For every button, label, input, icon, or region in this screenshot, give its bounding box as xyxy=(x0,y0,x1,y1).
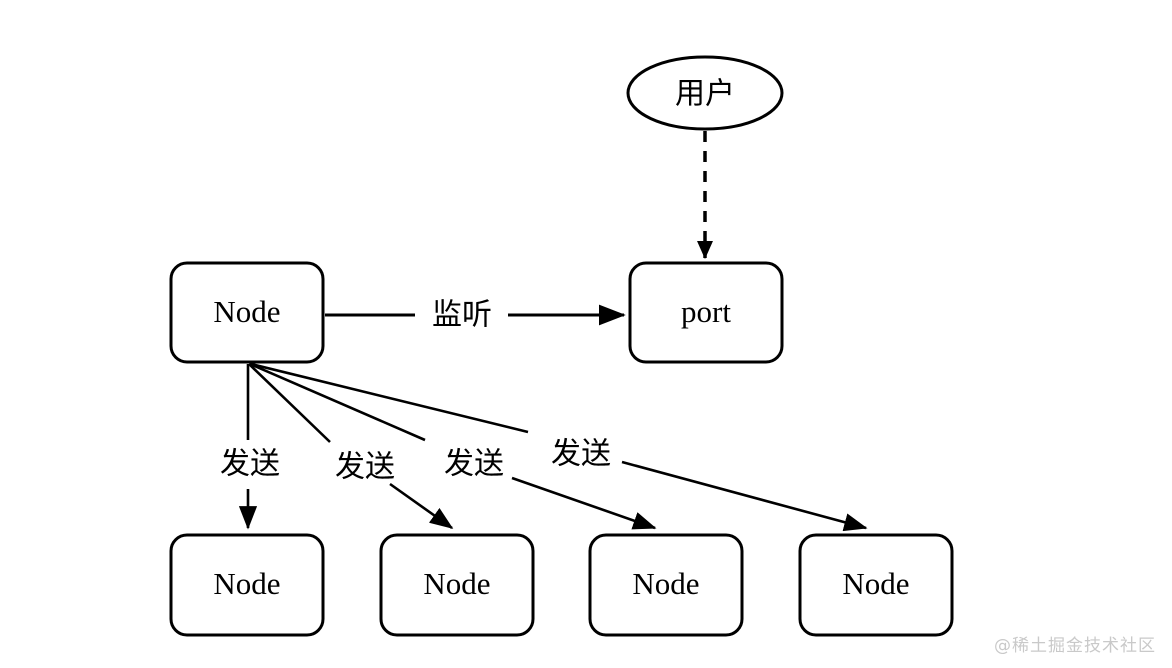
node-port-label: port xyxy=(681,294,731,329)
edge-send-4-upper xyxy=(250,362,529,434)
edge-label-listen: 监听 xyxy=(432,298,492,333)
node-port-box[interactable] xyxy=(628,261,784,364)
edge-send-3-upper xyxy=(249,362,426,442)
node-2-label: Node xyxy=(423,566,490,601)
edge-label-send-4: 发送 xyxy=(551,437,611,472)
edge-send-2-lower xyxy=(389,482,454,530)
watermark: @稀土掘金技术社区 xyxy=(994,636,1156,656)
edge-label-send-1: 发送 xyxy=(220,447,280,482)
edge-label-send-3: 发送 xyxy=(444,447,504,482)
node-1-box[interactable] xyxy=(169,533,325,637)
node-2-box[interactable] xyxy=(379,533,535,637)
node-user-label: 用户 xyxy=(675,77,735,112)
node-4-box[interactable] xyxy=(798,533,954,637)
node-3-label: Node xyxy=(632,566,699,601)
node-user-ellipse[interactable] xyxy=(626,55,784,131)
edge-send-3-lower xyxy=(511,476,657,530)
node-4-label: Node xyxy=(842,566,909,601)
node-1-label: Node xyxy=(213,566,280,601)
node-main-box[interactable] xyxy=(169,261,325,364)
edge-send-4-lower xyxy=(621,460,868,532)
node-3-box[interactable] xyxy=(588,533,744,637)
node-main-label: Node xyxy=(213,294,280,329)
edge-label-send-2: 发送 xyxy=(335,450,395,485)
edge-send-2-upper xyxy=(248,363,331,443)
